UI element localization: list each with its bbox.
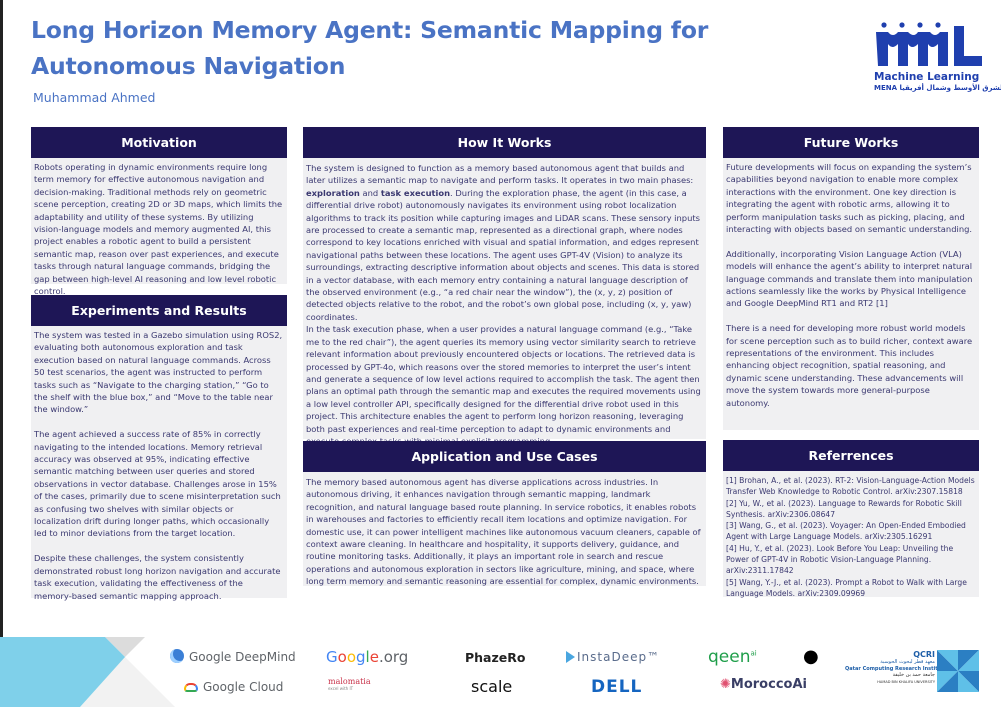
reference-item: [5] Wang, Y.-J., et al. (2023). Prompt a… (726, 577, 967, 598)
title-line-1: Long Horizon Memory Agent: Semantic Mapp… (31, 16, 709, 44)
experiments-paragraph-3: Despite these challenges, the system con… (34, 553, 281, 601)
sponsor-google-deepmind: Google DeepMind (170, 649, 296, 664)
google-cloud-icon (184, 683, 198, 692)
future-works-paragraph-3: There is a need for developing more robu… (726, 323, 973, 408)
sponsor-instadeep: InstaDeep™ (566, 650, 660, 664)
future-works-heading: Future Works (723, 127, 979, 158)
footer-gray-triangle (105, 637, 145, 657)
sponsor-qeen-ai: qeenai (708, 647, 757, 667)
google-org-logo: Google.org (326, 648, 409, 666)
apple-icon: ● (803, 646, 819, 667)
motivation-heading: Motivation (31, 127, 287, 158)
logo-name: Machine Learning (874, 71, 980, 83)
qcri-arabic: معهد قطر لبحوث الحوسبة (880, 659, 935, 665)
reference-item: [1] Brohan, A., et al. (2023). RT-2: Vis… (726, 476, 975, 497)
motivation-body: Robots operating in dynamic environments… (31, 158, 287, 297)
motivation-paragraph: Robots operating in dynamic environments… (34, 162, 283, 297)
reference-item: [3] Wang, G., et al. (2023). Voyager: An… (726, 521, 966, 542)
experiments-paragraph-2: The agent achieved a success rate of 85%… (34, 429, 281, 539)
sponsor-tagline: excel with IT (328, 686, 354, 691)
future-works-panel: Future Works Future developments will fo… (723, 127, 979, 430)
future-works-body: Future developments will focus on expand… (723, 158, 979, 409)
exploration-term: exploration (306, 187, 360, 198)
sponsor-google-cloud: Google Cloud (184, 680, 283, 694)
qcri-name: QCRI (913, 650, 935, 659)
title-line-2: Autonomous Navigation (31, 52, 346, 80)
left-edge (0, 0, 3, 707)
text-span: and (359, 187, 381, 198)
footer-light-shape (80, 657, 175, 707)
text-span: The system is designed to function as a … (306, 163, 694, 186)
text-span: . During the exploration phase, the agen… (306, 187, 700, 322)
qcri-english: Qatar Computing Research Institute (845, 665, 947, 672)
footer-decoration (0, 637, 175, 707)
qcri-logo-icon (937, 650, 979, 692)
sponsor-scale: scale (471, 677, 513, 696)
experiments-paragraph-1: The system was tested in a Gazebo simula… (34, 330, 283, 415)
sponsor-phazero: PhazeRo (465, 650, 526, 665)
deepmind-icon (170, 649, 184, 663)
references-list: [1] Brohan, A., et al. (2023). RT-2: Vis… (723, 471, 979, 599)
task-execution-term: task execution (380, 187, 451, 198)
sponsor-name: Google Cloud (203, 680, 284, 694)
applications-heading: Application and Use Cases (303, 441, 706, 472)
moroccoai-star-icon: ✺ (720, 677, 731, 692)
sponsor-name: Google DeepMind (189, 650, 296, 664)
sponsor-name: InstaDeep™ (577, 650, 661, 664)
ml-mena-logo-icon (876, 22, 982, 66)
references-panel: Referrences [1] Brohan, A., et al. (2023… (723, 440, 979, 599)
how-it-works-paragraph-1: The system is designed to function as a … (306, 162, 702, 323)
sponsor-qcri: QCRI معهد قطر لبحوث الحوسبة Qatar Comput… (845, 650, 947, 685)
references-heading: Referrences (723, 440, 979, 471)
how-it-works-body: The system is designed to function as a … (303, 158, 706, 447)
ml-mena-logo: Machine Learning MENA الشرق الأوسط وشمال… (866, 20, 1001, 95)
sponsor-name: malomatia (328, 677, 371, 686)
sponsor-malomatia: malomatia excel with IT (328, 677, 371, 691)
applications-paragraph: The memory based autonomous agent has di… (306, 477, 701, 587)
reference-item: [4] Hu, Y., et al. (2023). Look Before Y… (726, 543, 954, 576)
how-it-works-paragraph-2: In the task execution phase, when a user… (306, 324, 701, 446)
experiments-panel: Experiments and Results The system was t… (31, 295, 287, 601)
sponsor-dell: DELL (591, 677, 643, 697)
experiments-body: The system was tested in a Gazebo simula… (31, 326, 287, 602)
future-works-paragraph-1: Future developments will focus on expand… (726, 162, 973, 235)
hbku-english: HAMAD BIN KHALIFA UNIVERSITY (877, 679, 935, 684)
applications-body: The memory based autonomous agent has di… (303, 472, 706, 588)
experiments-heading: Experiments and Results (31, 295, 287, 326)
author-name: Muhammad Ahmed (33, 90, 156, 105)
reference-item: [2] Yu, W., et al. (2023). Language to R… (726, 498, 962, 519)
future-works-paragraph-2: Additionally, incorporating Vision Langu… (726, 248, 973, 309)
instadeep-icon (566, 651, 575, 663)
sponsor-name: MoroccoAi (730, 677, 807, 692)
applications-panel: Application and Use Cases The memory bas… (303, 441, 706, 586)
logo-subtitle: MENA الشرق الأوسط وشمال أفريقيا (874, 84, 1001, 92)
how-it-works-heading: How It Works (303, 127, 706, 158)
how-it-works-panel: How It Works The system is designed to f… (303, 127, 706, 446)
sponsor-name: qeen (708, 647, 751, 667)
motivation-panel: Motivation Robots operating in dynamic e… (31, 127, 287, 296)
sponsor-google-org: Google.org (326, 648, 408, 666)
sponsor-sup: ai (750, 649, 757, 658)
hbku-arabic: جامعة حمد بن خليفة (892, 672, 935, 678)
poster-title: Long Horizon Memory Agent: Semantic Mapp… (31, 12, 751, 84)
sponsor-apple: ● (803, 646, 819, 667)
sponsor-moroccoai: ✺MoroccoAi (720, 677, 807, 692)
footer-blue-shape (0, 637, 125, 707)
